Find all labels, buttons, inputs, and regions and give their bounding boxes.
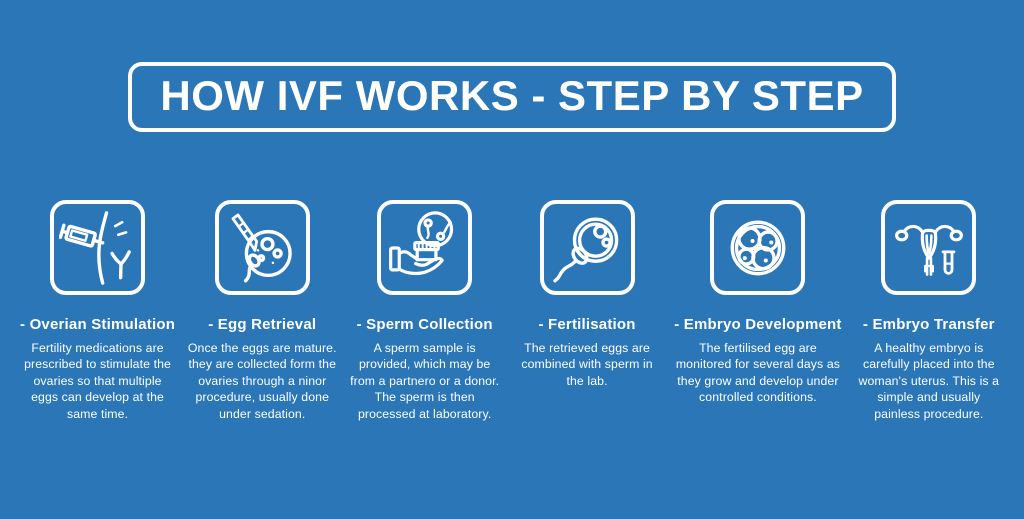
step-icon-box	[881, 200, 977, 295]
step-description: A healthy embryo is carefully placed int…	[858, 341, 1000, 421]
egg-retrieval-needle-icon	[223, 209, 301, 287]
step-ovarian-stimulation: - Overian Stimulation Fertility medicati…	[14, 200, 181, 422]
step-sperm-collection: - Sperm Collection A sperm sample is pro…	[343, 200, 505, 422]
step-title: - Fertilisation	[538, 316, 636, 333]
step-description: The retrieved eggs are combined with spe…	[521, 341, 653, 388]
step-title: - Sperm Collection	[356, 316, 493, 333]
step-title: - Embryo Development	[674, 316, 842, 333]
step-egg-retrieval: - Egg Retrieval Once the eggs are mature…	[181, 200, 343, 422]
sperm-egg-fertilisation-icon	[548, 209, 626, 287]
embryo-cells-icon	[719, 209, 797, 287]
page-title: HOW IVF WORKS - STEP BY STEP	[160, 72, 864, 119]
steps-row: - Overian Stimulation Fertility medicati…	[0, 200, 1024, 422]
syringe-injection-icon	[59, 209, 137, 287]
step-title: - Egg Retrieval	[208, 316, 317, 333]
step-title: - Embryo Transfer	[862, 316, 995, 333]
step-description: The fertilised egg are monitored for sev…	[675, 341, 841, 405]
step-embryo-development: - Embryo Development The fertilised egg …	[668, 200, 847, 406]
step-icon-box	[214, 200, 310, 295]
step-icon-box	[539, 200, 635, 295]
step-fertilisation: - Fertilisation The retrieved eggs are c…	[506, 200, 668, 389]
step-icon-box	[710, 200, 806, 295]
ivf-infographic: { "page": { "background_color": "#2a76b7…	[0, 62, 1024, 519]
step-icon-box	[377, 200, 473, 295]
step-embryo-transfer: - Embryo Transfer A healthy embryo is ca…	[848, 200, 1010, 422]
step-description: A sperm sample is provided, which may be…	[350, 341, 500, 421]
sperm-sample-hand-icon	[386, 209, 464, 287]
step-icon-box	[50, 200, 146, 295]
title-box: HOW IVF WORKS - STEP BY STEP	[128, 62, 896, 132]
step-description: Once the eggs are mature. they are colle…	[187, 341, 337, 421]
uterus-transfer-icon	[890, 209, 968, 287]
header: HOW IVF WORKS - STEP BY STEP	[0, 62, 1024, 132]
step-title: - Overian Stimulation	[20, 316, 176, 333]
step-description: Fertility medications are prescribed to …	[24, 341, 171, 421]
